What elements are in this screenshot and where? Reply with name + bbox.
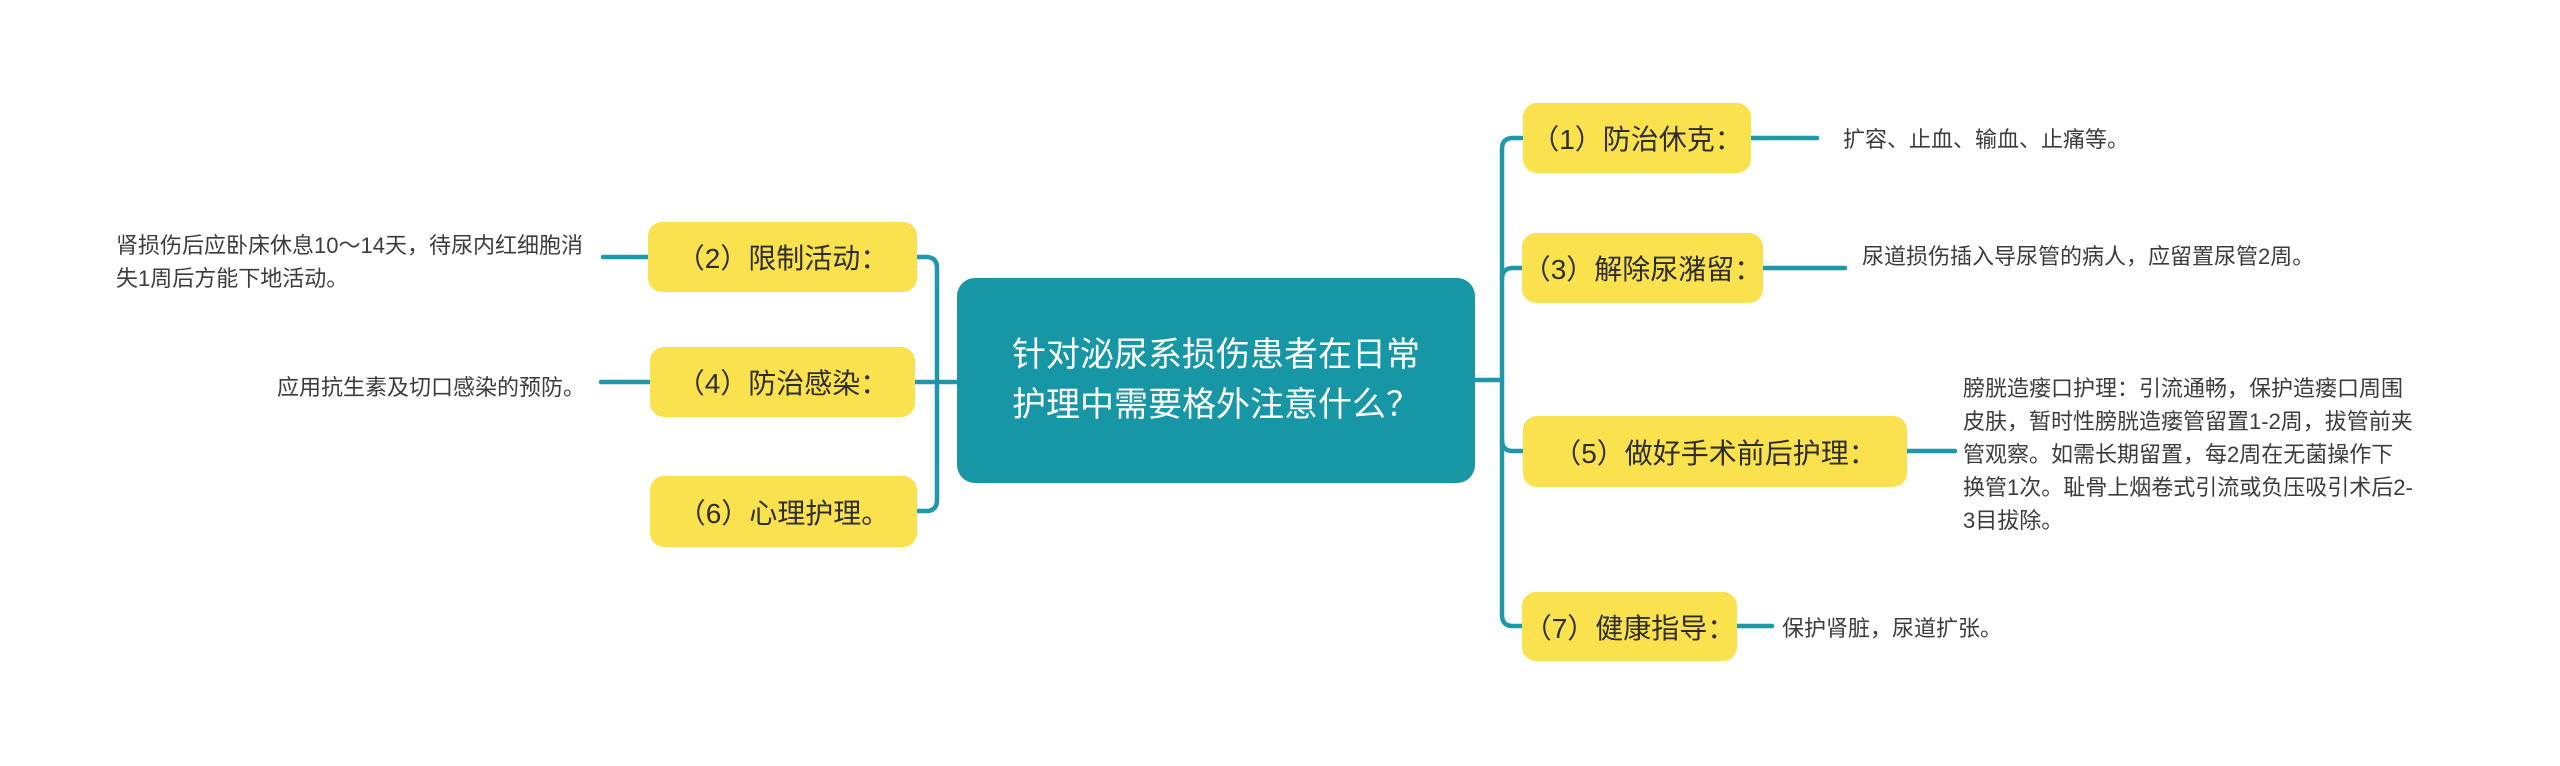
branch-node-2-limit-activity[interactable]: （2）限制活动： (648, 222, 917, 292)
branch-node-3-relieve-urine-retention[interactable]: （3）解除尿潴留： (1522, 233, 1763, 303)
connector-branch-3 (1499, 265, 1525, 282)
connector-right-trunk (1499, 135, 1525, 629)
center-topic-label: 针对泌尿系损伤患者在日常护理中需要格外注意什么？ (1012, 336, 1420, 424)
branch-node-6-psychological-care[interactable]: （6）心理护理。 (650, 476, 917, 547)
branch-node-5-perioperative-care[interactable]: （5）做好手术前后护理： (1523, 416, 1907, 487)
branch-node-1-prevent-shock[interactable]: （1）防治休克： (1523, 103, 1751, 173)
branch-label: （6）心理护理。 (677, 497, 890, 529)
note-4-antibiotics[interactable]: 应用抗生素及切口感染的预防。 (276, 375, 585, 400)
branch-label: （1）防治休克： (1531, 124, 1743, 155)
note-2-bed-rest[interactable]: 肾损伤后应卧床休息10～14天，待尿内红细胞消失1周后方能下地活动。 (116, 233, 583, 291)
branch-label: （3）解除尿潴留： (1522, 254, 1763, 285)
branch-label: （4）防治感染： (676, 368, 889, 399)
center-topic-node[interactable]: 针对泌尿系损伤患者在日常护理中需要格外注意什么？ (957, 278, 1475, 483)
branch-node-4-prevent-infection[interactable]: （4）防治感染： (650, 347, 915, 417)
connector-branch-5 (1499, 437, 1526, 454)
note-3-catheter[interactable]: 尿道损伤插入导尿管的病人，应留置尿管2周。 (1862, 244, 2315, 269)
note-1-volume-expansion[interactable]: 扩容、止血、输血、止痛等。 (1843, 127, 2130, 152)
note-7-protect-kidney[interactable]: 保护肾脏，尿道扩张。 (1782, 616, 2003, 641)
note-5-cystostomy-care[interactable]: 膀胱造瘘口护理：引流通畅，保护造瘘口周围皮肤，暂时性膀胱造瘘管留置1-2周，拔管… (1963, 376, 2413, 533)
branch-label: （7）健康指导： (1523, 612, 1736, 644)
branch-node-7-health-guidance[interactable]: （7）健康指导： (1522, 592, 1737, 661)
branch-label: （5）做好手术前后护理： (1553, 437, 1877, 469)
branch-label: （2）限制活动： (676, 243, 889, 274)
